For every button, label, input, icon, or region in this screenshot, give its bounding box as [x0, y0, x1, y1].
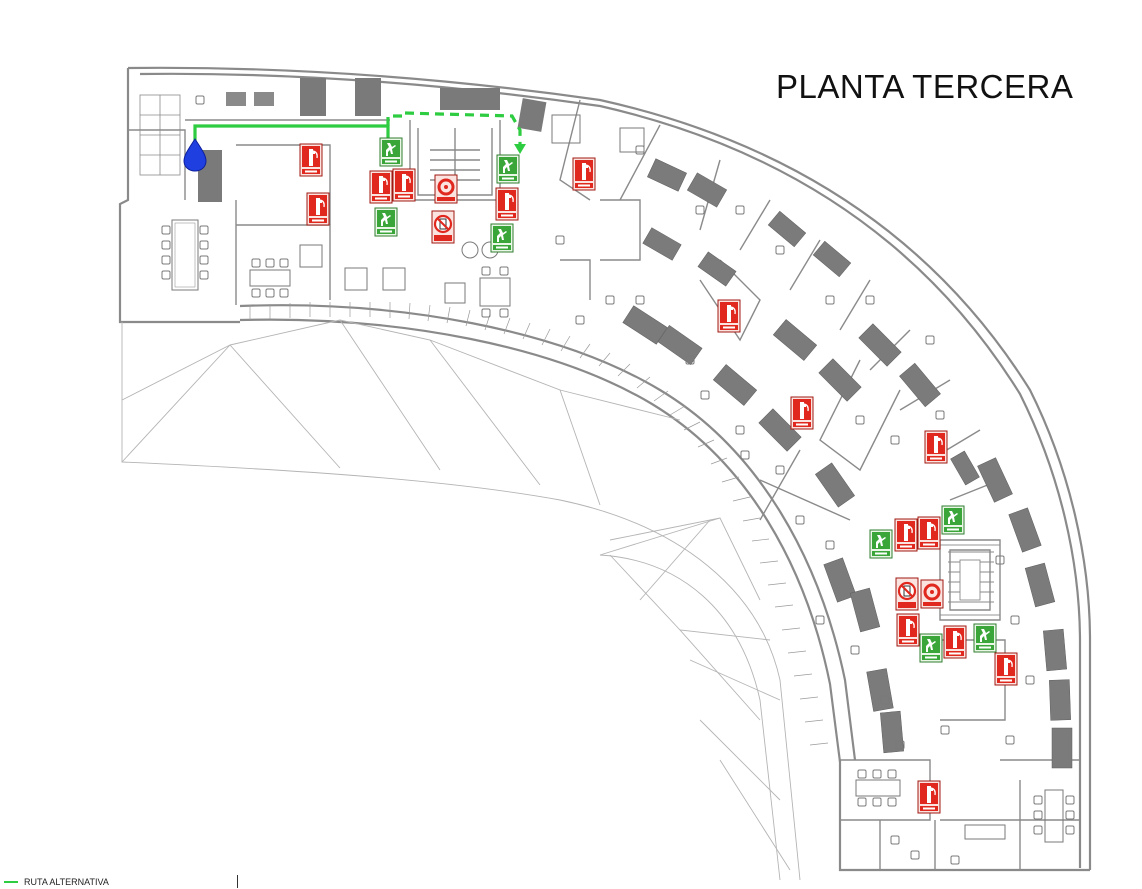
fire-extinguisher-icon — [924, 430, 948, 464]
legend-swatch-alternative-route — [4, 881, 18, 883]
fire-hose-icon — [433, 173, 459, 205]
fire-hose-icon — [919, 578, 945, 610]
fire-extinguisher-icon — [306, 192, 330, 226]
exit-sign-icon — [941, 505, 965, 535]
fire-extinguisher-icon — [369, 170, 393, 204]
interior-walls — [128, 99, 1080, 870]
fire-extinguisher-icon — [572, 157, 596, 191]
exit-sign-icon — [869, 529, 893, 559]
map-title: PLANTA TERCERA — [776, 68, 1074, 105]
exit-sign-icon — [496, 154, 520, 184]
no-elevator-signs — [430, 209, 920, 612]
no-elevator-icon — [894, 576, 920, 612]
fire-extinguisher-icon — [994, 652, 1018, 686]
fire-extinguisher-icon — [717, 299, 741, 333]
fire-extinguisher-icon — [495, 187, 519, 221]
no-elevator-icon — [430, 209, 456, 245]
fire-extinguisher-icon — [943, 625, 967, 659]
furniture — [139, 78, 1075, 865]
building-outline — [118, 66, 1092, 872]
legend-divider — [237, 875, 238, 888]
route-arrow-icon — [514, 144, 526, 154]
fire-extinguisher-icon — [299, 143, 323, 177]
exit-sign-icon — [379, 137, 403, 167]
legend: RUTA ALTERNATIVA — [4, 876, 109, 888]
fire-extinguisher-icon — [896, 613, 920, 647]
legend-label-alternative-route: RUTA ALTERNATIVA — [24, 877, 109, 887]
exit-sign-icon — [374, 207, 398, 237]
roof-canopy — [121, 319, 801, 881]
fire-extinguisher-icon — [790, 396, 814, 430]
fire-extinguisher-icon — [917, 780, 941, 814]
you-are-here-icon — [183, 138, 207, 172]
fire-extinguisher-icon — [917, 516, 941, 550]
exit-sign-icon — [490, 223, 514, 253]
facade-hatching — [249, 302, 829, 746]
fire-extinguisher-icon — [392, 168, 416, 202]
exit-sign-icon — [973, 623, 997, 653]
evacuation-route — [193, 111, 522, 150]
fire-extinguisher-icon — [894, 518, 918, 552]
exit-sign-icon — [919, 633, 943, 663]
stair-cores — [939, 544, 1001, 616]
